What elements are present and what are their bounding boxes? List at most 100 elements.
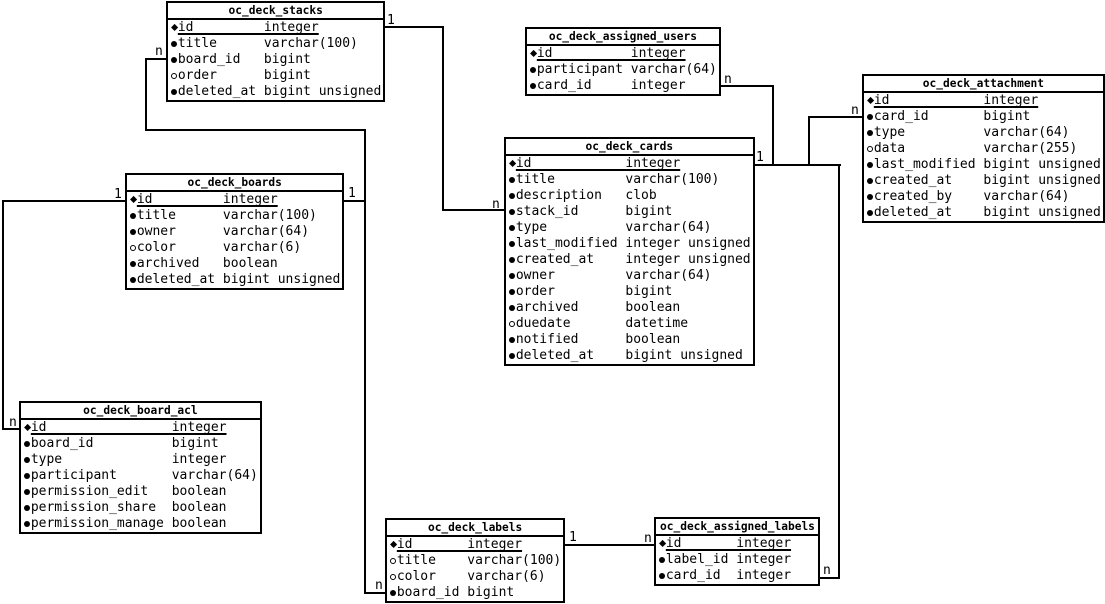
column-row-type: type varchar(64): [508, 220, 751, 236]
column-row-title: title varchar(100): [508, 172, 751, 188]
column-row-data: data varchar(255): [866, 141, 1101, 157]
column-text: archived boolean: [136, 256, 278, 271]
column-text: board_id bigint: [177, 52, 311, 67]
column-text: title varchar(100): [136, 208, 317, 223]
column-text: board_id bigint: [396, 585, 515, 600]
table-title: oc_deck_labels: [387, 520, 564, 537]
column-text: board_id bigint: [30, 436, 219, 451]
table-title: oc_deck_cards: [506, 139, 753, 156]
column-text: color varchar(6): [136, 240, 302, 255]
column-text: id integer: [177, 20, 319, 35]
column-text: id integer: [515, 156, 681, 171]
column-row-id: id integer: [866, 93, 1101, 109]
column-text: id integer: [136, 192, 278, 207]
column-text: title varchar(100): [396, 553, 562, 568]
column-row-deleted_at: deleted_at bigint unsigned: [129, 272, 340, 288]
not-null-icon: [508, 284, 516, 300]
column-text: order bigint: [177, 68, 311, 83]
column-row-id: id integer: [129, 192, 340, 208]
relationship-line-oc_deck_stacks-oc_deck_cards: [383, 26, 444, 28]
column-row-type: type varchar(64): [866, 125, 1101, 141]
primary-key-icon: [170, 20, 178, 36]
column-row-last_modified: last_modified bigint unsigned: [866, 157, 1101, 173]
relationship-line-oc_deck_cards-oc_deck_assigned_labels: [838, 164, 840, 579]
relationship-line-oc_deck_boards-oc_deck_board_acl: [2, 428, 23, 430]
not-null-icon: [866, 125, 874, 141]
relationship-line-oc_deck_boards-oc_deck_labels: [364, 200, 366, 594]
column-text: id integer: [30, 420, 227, 435]
column-text: created_at bigint unsigned: [873, 173, 1101, 188]
not-null-icon: [23, 484, 31, 500]
column-row-archived: archived boolean: [129, 256, 340, 272]
column-row-stack_id: stack_id bigint: [508, 204, 751, 220]
column-text: label_id integer: [665, 552, 792, 567]
not-null-icon: [508, 348, 516, 364]
column-text: order bigint: [515, 284, 673, 299]
cardinality-label: n: [155, 44, 163, 59]
column-row-title: title varchar(100): [170, 36, 381, 52]
nullable-icon: [170, 68, 178, 84]
column-text: id integer: [665, 536, 792, 551]
not-null-icon: [23, 436, 31, 452]
cardinality-label: n: [823, 563, 831, 578]
cardinality-label: n: [851, 103, 859, 118]
column-row-card_id: card_id integer: [658, 568, 816, 584]
relationship-line-oc_deck_labels-oc_deck_assigned_labels: [564, 544, 657, 546]
column-row-permission_manage: permission_manage boolean: [23, 516, 258, 532]
not-null-icon: [866, 205, 874, 221]
not-null-icon: [23, 468, 31, 484]
nullable-icon: [866, 141, 874, 157]
column-row-id: id integer: [389, 537, 561, 553]
table-title: oc_deck_boards: [127, 175, 343, 192]
column-text: card_id integer: [536, 78, 686, 93]
not-null-icon: [23, 452, 31, 468]
column-text: permission_edit boolean: [30, 484, 227, 499]
column-text: type varchar(64): [515, 220, 712, 235]
column-row-card_id: card_id bigint: [866, 109, 1101, 125]
column-text: owner varchar(64): [136, 224, 310, 239]
column-row-title: title varchar(100): [129, 208, 340, 224]
nullable-icon: [508, 316, 516, 332]
column-row-color: color varchar(6): [129, 240, 340, 256]
not-null-icon: [508, 236, 516, 252]
column-text: data varchar(255): [873, 141, 1078, 156]
not-null-icon: [129, 256, 137, 272]
relationship-line-oc_deck_boards-oc_deck_board_acl: [2, 200, 4, 430]
not-null-icon: [129, 224, 137, 240]
column-text: permission_share boolean: [30, 500, 227, 515]
cardinality-label: 1: [114, 187, 122, 202]
not-null-icon: [508, 220, 516, 236]
column-text: deleted_at bigint unsigned: [177, 84, 382, 99]
primary-key-icon: [866, 93, 874, 109]
relationship-line-oc_deck_cards-oc_deck_assigned_labels: [817, 577, 840, 579]
relationship-line-oc_deck_boards-oc_deck_stacks: [145, 58, 147, 131]
column-text: description clob: [515, 188, 657, 203]
relationship-line-oc_deck_cards-oc_deck_attachment: [808, 116, 866, 118]
relationship-line-oc_deck_boards-oc_deck_stacks: [364, 129, 366, 202]
not-null-icon: [129, 272, 137, 288]
column-row-created_at: created_at bigint unsigned: [866, 173, 1101, 189]
column-row-description: description clob: [508, 188, 751, 204]
column-row-label_id: label_id integer: [658, 552, 816, 568]
column-text: type varchar(64): [873, 125, 1070, 140]
not-null-icon: [866, 157, 874, 173]
column-row-deleted_at: deleted_at bigint unsigned: [866, 205, 1101, 221]
column-text: stack_id bigint: [515, 204, 673, 219]
not-null-icon: [866, 173, 874, 189]
table-title: oc_deck_board_acl: [21, 403, 260, 420]
column-row-id: id integer: [170, 20, 381, 36]
cardinality-label: 1: [387, 13, 395, 28]
column-text: duedate datetime: [515, 316, 689, 331]
column-row-type: type integer: [23, 452, 258, 468]
